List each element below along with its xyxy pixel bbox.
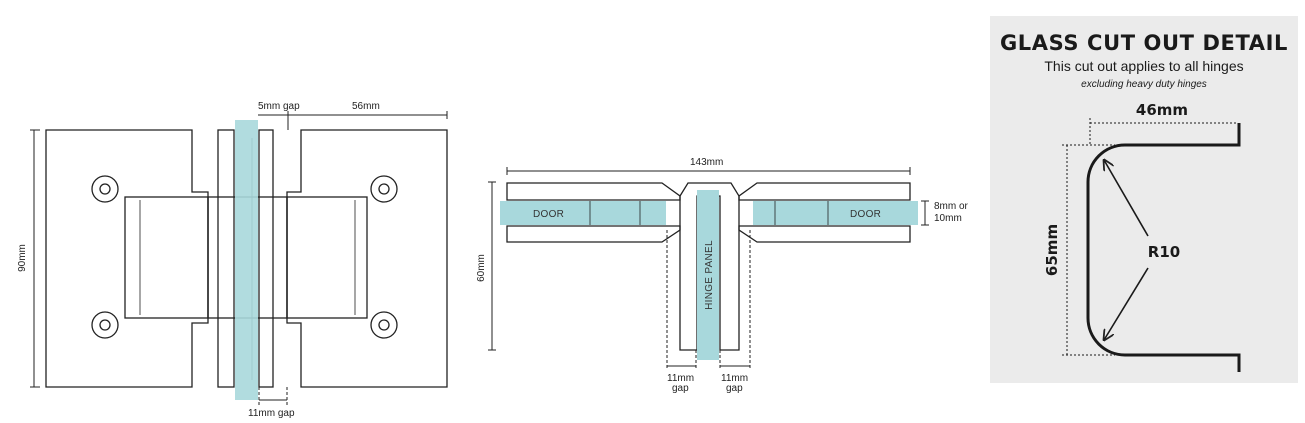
screw-icon (91, 311, 119, 339)
screw-icon (370, 311, 398, 339)
cut-out-profile (1086, 123, 1241, 372)
gap-left-label-2: gap (672, 383, 689, 394)
right-plate (286, 129, 448, 388)
left-clamp-top (506, 182, 681, 201)
screw-icon (91, 175, 119, 203)
height-dim-label: 90mm (17, 244, 28, 272)
cut-out-note: excluding heavy duty hinges (1081, 79, 1207, 90)
radius-label: R10 (1148, 243, 1180, 261)
gap-dimensions (666, 230, 751, 370)
cut-out-background (990, 16, 1298, 383)
radius-arrow-bottom (1104, 267, 1149, 340)
radius-arrow-top (1104, 160, 1149, 237)
gap-right-label-1: 11mm (721, 373, 748, 384)
door-left-label: DOOR (533, 209, 564, 220)
left-plate (45, 129, 209, 388)
right-clamp-top (738, 182, 911, 201)
left-clamp-bottom (506, 225, 681, 243)
thickness-label-1: 8mm or (934, 201, 969, 212)
cut-out-height-label: 65mm (1043, 224, 1061, 276)
top-width-label: 143mm (690, 157, 723, 168)
gap-right-label-2: gap (726, 383, 743, 394)
cut-out-width-label: 46mm (1136, 101, 1188, 119)
top-view: 143mm 60mm DOOR DOOR HINGE PANEL 8mm or … (476, 157, 969, 394)
door-right-glass (753, 201, 918, 225)
bottom-gap-dimension (258, 387, 288, 405)
front-view: 90mm (17, 101, 448, 419)
gap-bottom-label: 11mm gap (248, 408, 295, 419)
screw-icon (370, 175, 398, 203)
hinge-panel-glass (697, 190, 719, 360)
width-dim-label: 56mm (352, 101, 380, 112)
right-clamp-bottom (738, 225, 911, 243)
gap-left-label-1: 11mm (667, 373, 694, 384)
height-dimension: 90mm (17, 129, 40, 388)
hinge-panel-label: HINGE PANEL (704, 240, 715, 310)
left-plate-inner (124, 196, 209, 319)
cut-out-panel: GLASS CUT OUT DETAIL This cut out applie… (990, 16, 1298, 383)
door-left-glass (500, 201, 666, 225)
door-right-label: DOOR (850, 209, 881, 220)
gap-top-label: 5mm gap (258, 101, 300, 112)
cut-out-subtitle: This cut out applies to all hinges (1044, 58, 1243, 74)
thickness-label-2: 10mm (934, 213, 962, 224)
top-height-label: 60mm (476, 254, 487, 282)
right-plate-inner (286, 196, 368, 319)
knuckle-right-bar (258, 129, 274, 388)
top-dimensions (258, 111, 448, 130)
cut-out-title: GLASS CUT OUT DETAIL (1000, 31, 1288, 55)
knuckle-left-bar (217, 129, 235, 388)
glass-strip (235, 120, 258, 400)
